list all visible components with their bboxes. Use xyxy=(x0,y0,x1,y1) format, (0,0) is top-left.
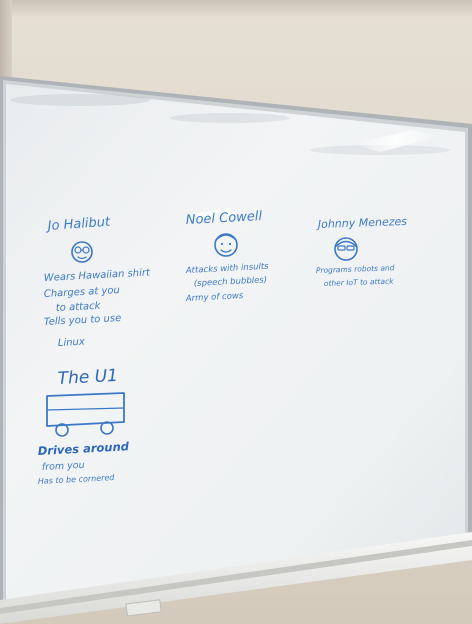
whiteboard-surface xyxy=(6,84,465,602)
column-noel-cowell: Noel Cowell Attacks with insults (speech… xyxy=(185,209,270,304)
bullet-text: Linux xyxy=(58,337,86,349)
column-johnny-menezes: Johnny Menezes Programs robots and other… xyxy=(316,215,408,288)
ceiling-light-reflection xyxy=(195,130,440,218)
bullet-text: Army of cows xyxy=(185,291,244,304)
face-icon xyxy=(214,233,238,257)
ceiling-shadow xyxy=(0,0,472,18)
bullet-text: Attacks with insults xyxy=(185,262,270,276)
bullet-text: Charges at you xyxy=(44,285,121,300)
bullet-text: (speech bubbles) xyxy=(194,275,268,289)
bullet-text: other IoT to attack xyxy=(324,277,395,288)
vehicle-section: The U1 Drives around from you Has to be … xyxy=(37,366,130,486)
bullet-text: Tells you to use xyxy=(44,313,122,328)
face-sunglasses-icon xyxy=(334,237,358,261)
vehicle-note: Drives around xyxy=(37,439,130,458)
face-glasses-icon xyxy=(71,241,93,263)
bullet-text: Programs robots and xyxy=(316,263,395,275)
column-name: Noel Cowell xyxy=(185,209,262,228)
vehicle-title: The U1 xyxy=(57,366,118,389)
column-name: Johnny Menezes xyxy=(316,215,408,231)
vehicle-note: Has to be cornered xyxy=(38,473,116,486)
vehicle-note: from you xyxy=(42,460,85,473)
column-name: Jo Halibut xyxy=(44,215,111,235)
bullet-text: to attack xyxy=(56,301,102,314)
marker-tray xyxy=(0,532,472,624)
bus-icon xyxy=(46,392,125,437)
